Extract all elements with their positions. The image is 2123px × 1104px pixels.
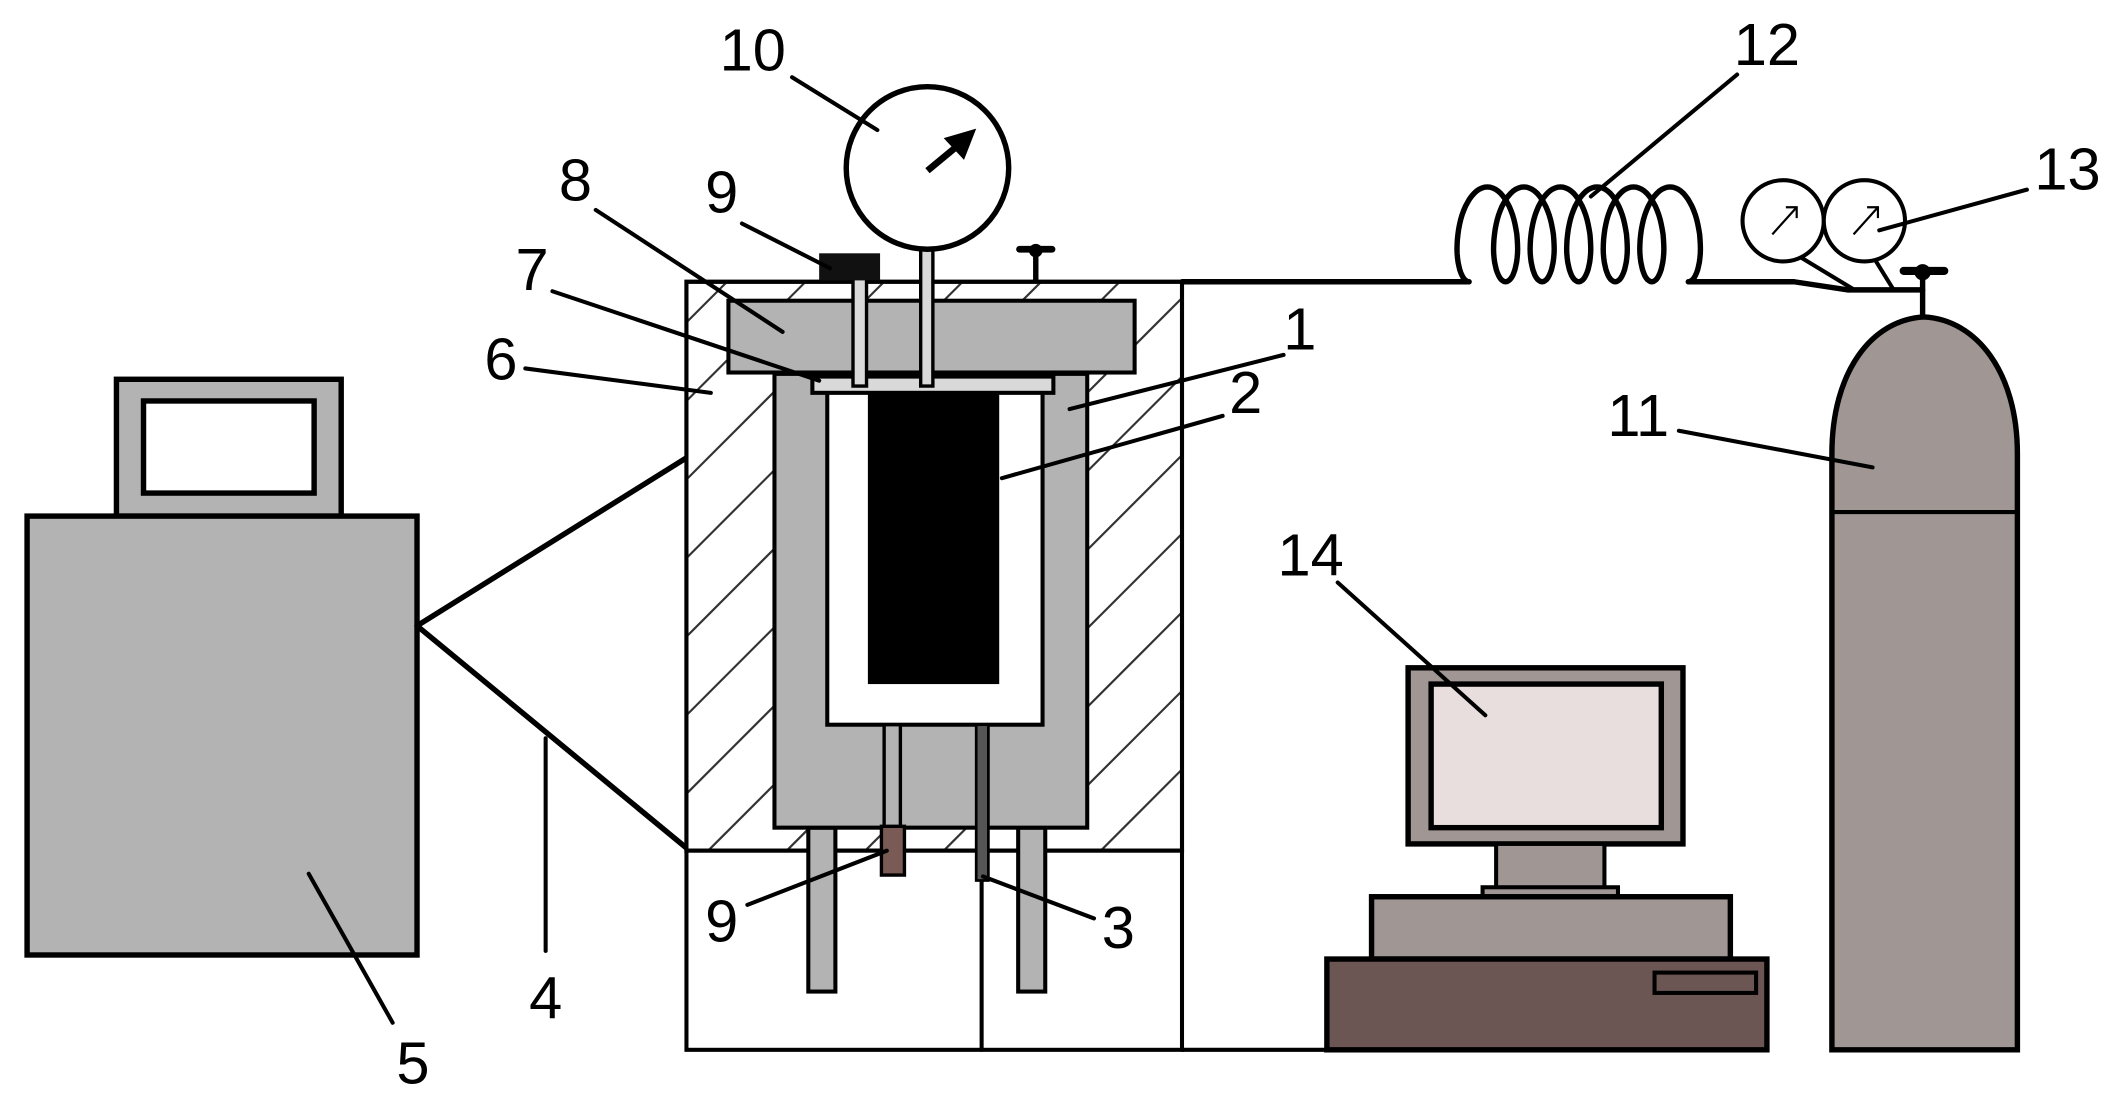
- gauge-tube: [918, 244, 935, 388]
- wire-upper: [414, 455, 690, 629]
- thermocouple-rod: [974, 723, 990, 882]
- leader-13: [1877, 187, 2029, 233]
- controller-body: [24, 513, 420, 958]
- computer-keyboard-deck: [1368, 894, 1734, 962]
- callout-11: 11: [1607, 382, 1669, 449]
- callout-10: 10: [720, 16, 786, 83]
- wire-lower: [414, 623, 690, 851]
- furnace-valve: [1016, 243, 1056, 282]
- leader-9-bottom: [745, 848, 889, 907]
- leader-3: [980, 874, 1097, 921]
- callout-7: 7: [516, 236, 549, 303]
- computer-screen: [1428, 681, 1665, 831]
- computer-monitor-neck: [1494, 841, 1607, 891]
- furnace-hatch-line: [1099, 768, 1183, 852]
- sample-block: [867, 392, 1000, 685]
- gauge-needle: [925, 142, 961, 174]
- leader-2: [999, 413, 1225, 481]
- regulator-link-left: [1798, 255, 1855, 291]
- cylinder-valve-knob: [1914, 264, 1931, 281]
- lower-sensor-rod: [882, 723, 903, 835]
- computer-drive-slot: [1652, 970, 1759, 995]
- callout-9-bottom: 9: [705, 887, 738, 954]
- regulator-needle-right: [1852, 206, 1879, 236]
- callout-1: 1: [1283, 295, 1316, 362]
- furnace-valve-knob: [1029, 243, 1043, 258]
- regulator-gauges: [1740, 178, 1908, 291]
- leader-1: [1067, 352, 1286, 412]
- leader-lines: [306, 72, 2029, 1025]
- leader-7: [550, 289, 822, 383]
- callout-5: 5: [396, 1030, 429, 1097]
- controller-monitor-screen: [140, 398, 317, 496]
- leader-10: [790, 75, 880, 133]
- regulator-needle-left: [1771, 206, 1798, 236]
- upper-sensor-tube: [851, 276, 869, 388]
- callout-8: 8: [559, 146, 592, 213]
- callout-12: 12: [1734, 11, 1800, 78]
- regulator-link-right: [1873, 258, 1895, 291]
- gas-pipe-bend: [1791, 279, 1851, 293]
- support-leg-left: [806, 825, 838, 994]
- leader-11: [1676, 428, 1875, 470]
- coil-pipe: [1454, 184, 1704, 285]
- leader-14: [1335, 580, 1488, 718]
- gauge-needle-head: [943, 128, 977, 160]
- callout-3: 3: [1102, 894, 1135, 961]
- computer: [1324, 665, 1770, 1053]
- regulator-needle-right-head: [1867, 206, 1880, 219]
- cylinder-body: [1829, 314, 2021, 1053]
- callout-2: 2: [1229, 359, 1262, 426]
- callout-14: 14: [1277, 522, 1343, 589]
- computer-case: [1324, 956, 1770, 1053]
- callout-6: 6: [484, 325, 517, 392]
- regulator-needle-left-head: [1785, 206, 1798, 219]
- leader-9-top: [739, 221, 833, 271]
- callout-labels: 10 12 13 8 9 7 6 1 2 11 14 9 3 4 5: [396, 11, 2100, 1097]
- leader-12: [1588, 72, 1740, 199]
- support-leg-right: [1016, 825, 1048, 994]
- callout-13: 13: [2034, 136, 2100, 203]
- callout-9-top: 9: [705, 159, 738, 226]
- stand-frame: [684, 848, 1185, 1052]
- leader-6: [523, 366, 713, 395]
- pressure-gauge: [843, 83, 1012, 252]
- callout-4: 4: [529, 965, 562, 1032]
- controller-unit: [24, 376, 420, 958]
- leader-8: [593, 207, 785, 334]
- leader-5: [306, 871, 395, 1025]
- furnace-hatch-line: [685, 280, 728, 324]
- gas-cylinder: [1829, 264, 2021, 1053]
